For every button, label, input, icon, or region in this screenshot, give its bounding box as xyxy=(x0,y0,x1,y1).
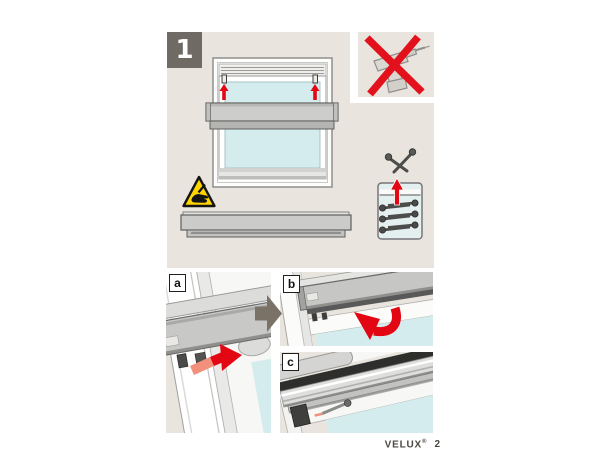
seal-strip xyxy=(306,286,433,315)
spring-cover xyxy=(280,352,353,383)
pinch-hazard-icon xyxy=(182,175,216,208)
label-sticker xyxy=(166,335,180,348)
substep-b-illustration xyxy=(280,272,433,346)
screw-head xyxy=(384,153,393,161)
substep-c-label: c xyxy=(282,353,299,371)
window-glass xyxy=(325,386,433,433)
screw-head xyxy=(408,148,417,156)
mounted-bar-profile xyxy=(280,352,433,414)
screw xyxy=(321,401,348,415)
substep-a-label: a xyxy=(169,274,186,292)
step-number-badge: 1 xyxy=(167,32,202,68)
footer-brand-line: VELUX® 2 xyxy=(330,439,440,450)
step-1-illustration xyxy=(180,57,423,240)
window-glass xyxy=(314,310,433,346)
red-up-arrow-icon xyxy=(310,84,320,100)
roof-window-illustration xyxy=(180,57,352,238)
red-up-arrow-icon xyxy=(219,84,229,100)
substep-c-illustration xyxy=(280,352,433,433)
left-bracket xyxy=(221,74,227,84)
red-slide-arrow-icon xyxy=(190,344,242,375)
brand-logo-text: VELUX xyxy=(384,439,423,451)
substep-b-panel xyxy=(280,272,433,346)
right-bracket xyxy=(312,74,318,84)
rolled-blind-tube xyxy=(209,120,335,130)
label-sticker xyxy=(306,292,319,302)
page-number: 2 xyxy=(434,439,440,451)
substep-b-label: b xyxy=(283,275,300,293)
bottom-cover-bar xyxy=(180,211,352,238)
screw-head xyxy=(343,399,352,407)
red-up-arrow-icon xyxy=(389,177,405,206)
no-power-drill-icon xyxy=(364,34,430,97)
red-rotate-arrow-icon xyxy=(354,306,401,340)
registered-mark: ® xyxy=(422,439,427,445)
seal-strip xyxy=(280,352,433,392)
substep-c-panel xyxy=(280,352,433,433)
screw-storage-bag-icon xyxy=(377,182,423,240)
ventilation-flap xyxy=(218,63,327,77)
crossed-screws-icon xyxy=(387,151,414,174)
fixing-hook xyxy=(321,312,328,320)
fixing-hook xyxy=(311,312,318,322)
roller-blind-top-bar xyxy=(205,102,339,130)
fixing-clip xyxy=(176,353,189,369)
substep-a-panel xyxy=(166,272,271,433)
prohibition-panel xyxy=(350,32,434,103)
fixing-bracket xyxy=(289,403,311,428)
gray-next-arrow-icon xyxy=(255,295,282,332)
red-x-icon xyxy=(364,34,425,97)
